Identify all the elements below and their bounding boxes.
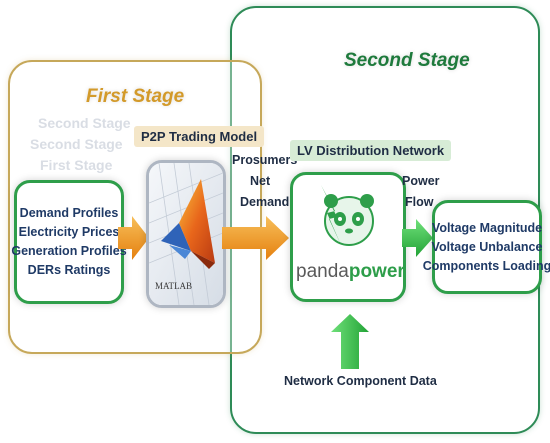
panda-bolt-icon xyxy=(321,185,374,246)
input-item: DERs Ratings xyxy=(27,263,111,277)
green-up-arrow-icon xyxy=(331,314,369,369)
lv-distribution-network-tag: LV Distribution Network xyxy=(290,140,452,161)
flow-label: Flow xyxy=(405,195,434,209)
input-item: Demand Profiles xyxy=(19,206,119,220)
network-component-data-label: Network Component Data xyxy=(284,374,437,388)
orange-arrow-icon xyxy=(118,216,149,260)
first-stage-title: First Stage xyxy=(86,86,185,107)
matlab-logo-icon xyxy=(149,163,223,305)
matlab-box: MATLAB xyxy=(146,160,226,308)
output-item: Voltage Unbalance xyxy=(431,239,543,254)
pandapower-logo-light: panda xyxy=(296,261,349,282)
pandapower-logo-bold: power xyxy=(348,261,405,282)
matlab-logo-text: MATLAB xyxy=(155,281,193,291)
second-stage-title: Second Stage xyxy=(344,50,470,71)
ghost-text: Second Stage xyxy=(30,136,123,152)
input-item: Electricity Prices xyxy=(18,225,120,239)
pandapower-box xyxy=(290,172,406,302)
ghost-text: First Stage xyxy=(40,157,113,173)
green-arrow-icon xyxy=(402,219,433,257)
inputs-box: Demand Profiles Electricity Prices Gener… xyxy=(11,180,127,304)
prosumers-label: Prosumers xyxy=(232,153,298,167)
output-item: Voltage Magnitude xyxy=(431,220,543,235)
ghost-text: Second Stage xyxy=(38,115,131,131)
outputs-box: Voltage Magnitude Voltage Unbalance Comp… xyxy=(423,200,550,294)
pandapower-logo-text: pandapower xyxy=(296,261,405,283)
p2p-trading-model-tag: P2P Trading Model xyxy=(134,126,265,147)
input-item: Generation Profiles xyxy=(11,244,127,258)
demand-label: Demand xyxy=(240,195,290,209)
net-label: Net xyxy=(250,174,271,188)
orange-arrow-icon xyxy=(222,216,289,260)
power-label: Power xyxy=(402,174,440,188)
output-item: Components Loading xyxy=(422,258,550,273)
